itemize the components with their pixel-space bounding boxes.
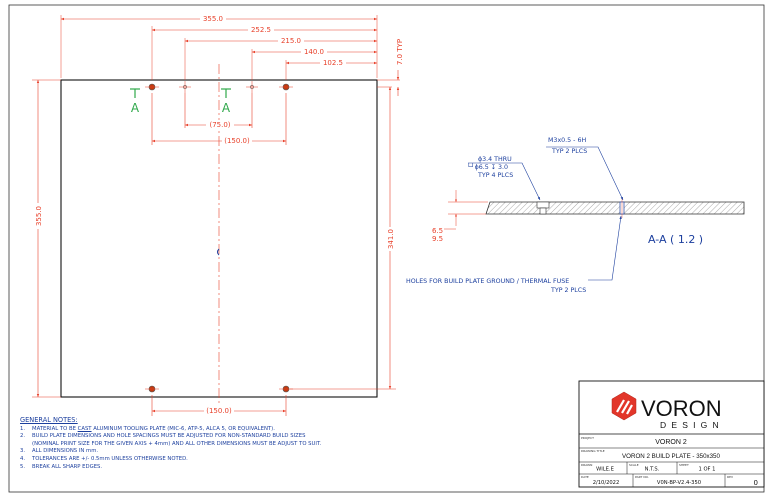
dim-215: 215.0 [281,37,301,45]
drawing-title: VORON 2 BUILD PLATE - 350x350 [622,453,720,460]
dimension-341 [290,87,396,390]
date-caption: DATE [581,475,589,479]
mount-hole-icon [145,83,159,91]
sheet-border [8,4,765,493]
drawn-caption: DRAWN [581,463,592,467]
dim-102-5: 102.5 [323,59,343,67]
dim-140: 140.0 [304,48,324,56]
notes-header: GENERAL NOTES: [20,416,78,424]
voron-logo-icon [611,391,637,421]
note-continuation: (NOMINAL PRINT SIZE FOR THE GIVEN AXIS +… [32,440,322,447]
section-view-label: A-A ( 1.2 ) [648,233,703,246]
callout-tap: M3x0.5 - 6H [548,137,586,144]
revision-value: 0 [754,479,758,487]
dim-overall-height: 355.0 [35,206,43,226]
dim-thickness-9-5: 9.5 [432,235,443,243]
dim-overall-width: 355.0 [203,15,223,23]
extension-lines-top [60,15,400,88]
center-mark-icon [217,248,220,256]
dimension-overall-height [32,79,61,398]
section-view: 6.5 9.5 ϕ3.4 THRU └┘ϕ6.5 ↧ 3.0 TYP 4 PLC… [406,137,745,294]
note-item: 3. ALL DIMENSIONS IN mm. [20,448,460,456]
note-text-part: ALUMINUM TOOLING PLATE (MIC-6, ATP-5, AL… [91,425,275,432]
project-name: VORON 2 [655,439,687,446]
drawn-by: WILE.E [596,467,614,473]
section-letter-left: A [131,101,140,115]
mount-hole-icon [145,385,159,393]
callout-tap-typ: TYP 2 PLCS [551,148,587,155]
part-number: V0N-BP-V2.4-350 [657,480,701,486]
note-item: 1. MATERIAL TO BE CAST ALUMINUM TOOLING … [20,426,460,434]
note-text: TOLERANCES ARE +/- 0.5mm UNLESS OTHERWIS… [32,455,188,462]
sheet-value: 1 OF 1 [699,467,716,473]
note-number: 1. [20,425,26,432]
note-number: 4. [20,455,26,462]
logo-subtitle: DESIGN [660,420,724,430]
note-emphasis: CAST [77,425,92,432]
section-marker-left [130,88,140,98]
dim-150-top: (150.0) [224,137,250,145]
dimension-lines-top [61,17,400,96]
sheet-caption: SHEET [679,463,689,467]
note-number: 5. [20,463,26,470]
holes-top-row [145,81,293,93]
note-item: 4. TOLERANCES ARE +/- 0.5mm UNLESS OTHER… [20,456,460,464]
mount-hole-icon [279,83,293,91]
note-item: 5. BREAK ALL SHARP EDGES. [20,464,460,472]
thru-hole [539,207,547,215]
section-marker-right [221,88,231,98]
logo-wordmark: VORON [641,396,722,421]
note-text: BUILD PLATE DIMENSIONS AND HOLE SPACINGS… [32,433,306,440]
dim-341: 341.0 [387,229,395,249]
dimension-labels-top: 355.0 252.5 215.0 140.0 102.5 7.0 TYP [200,14,404,67]
title-block: VORON DESIGN PROJECT VORON 2 DRAWING TIT… [578,380,765,488]
dim-75: (75.0) [209,121,230,129]
dim-150-bottom: (150.0) [206,407,232,415]
general-notes: GENERAL NOTES: 1. MATERIAL TO BE CAST AL… [20,416,460,472]
note-number: 2. [20,433,26,440]
callout-ground-typ: TYP 2 PLCS [550,287,586,294]
drawing-title-caption: DRAWING TITLE [581,449,605,453]
callout-typ-4: TYP 4 PLCS [477,172,513,179]
rev-caption: REV [727,475,734,479]
counterbore-hole [536,201,550,209]
callout-thru-hole: ϕ3.4 THRU [478,156,512,163]
section-profile [485,201,745,215]
dim-7-typ: 7.0 TYP [396,39,404,65]
ground-hole-icon [246,81,258,93]
note-text-part: MATERIAL TO BE [32,425,78,432]
note-number: 3. [20,448,26,455]
date-value: 2/10/2022 [593,480,620,486]
note-text: BREAK ALL SHARP EDGES. [32,463,103,470]
dim-thickness-6-5: 6.5 [432,227,443,235]
project-caption: PROJECT [581,436,594,440]
section-letter-right: A [222,101,231,115]
partno-caption: PART NO. [635,475,649,479]
note-text: ALL DIMENSIONS IN mm. [32,448,99,455]
dim-252-5: 252.5 [251,26,271,34]
scale-value: N.T.S. [645,467,660,473]
scale-caption: SCALE [629,463,639,467]
note-item: 2. BUILD PLATE DIMENSIONS AND HOLE SPACI… [20,433,460,441]
callout-ground-holes: HOLES FOR BUILD PLATE GROUND / THERMAL F… [406,278,569,285]
ground-hole-icon [179,81,191,93]
note-text: MATERIAL TO BE CAST ALUMINUM TOOLING PLA… [32,426,275,434]
callout-counterbore: └┘ϕ6.5 ↧ 3.0 [467,163,508,171]
